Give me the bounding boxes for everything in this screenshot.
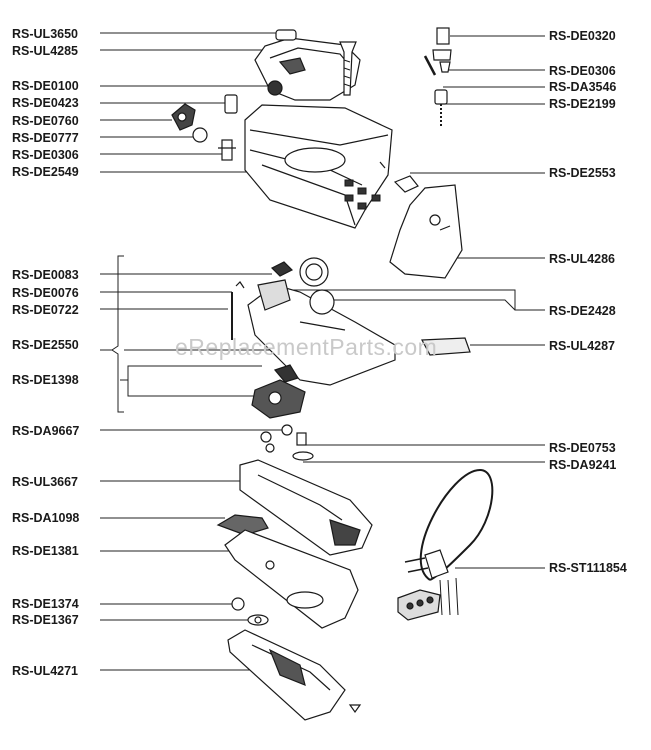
label-rs-ul3650: RS-UL3650 — [12, 27, 78, 41]
watermark-text: eReplacementParts.com — [175, 334, 438, 360]
label-rs-de1367: RS-DE1367 — [12, 613, 79, 627]
label-rs-de2199: RS-DE2199 — [549, 97, 616, 111]
label-rs-de0722: RS-DE0722 — [12, 303, 79, 317]
label-rs-de1381: RS-DE1381 — [12, 544, 79, 558]
label-rs-de0320: RS-DE0320 — [549, 29, 616, 43]
label-rs-de2553: RS-DE2553 — [549, 166, 616, 180]
label-rs-ul3667: RS-UL3667 — [12, 475, 78, 489]
label-rs-de2550: RS-DE2550 — [12, 338, 79, 352]
label-rs-de2428: RS-DE2428 — [549, 304, 616, 318]
label-rs-da3546: RS-DA3546 — [549, 80, 617, 94]
label-rs-de2549: RS-DE2549 — [12, 165, 79, 179]
label-rs-de0100: RS-DE0100 — [12, 79, 79, 93]
label-rs-da1098: RS-DA1098 — [12, 511, 80, 525]
label-rs-de0306-right: RS-DE0306 — [549, 64, 616, 78]
label-rs-de1374: RS-DE1374 — [12, 597, 79, 611]
label-rs-ul4286: RS-UL4286 — [549, 252, 615, 266]
label-rs-ul4285: RS-UL4285 — [12, 44, 78, 58]
label-rs-ul4287: RS-UL4287 — [549, 339, 615, 353]
label-rs-de0083: RS-DE0083 — [12, 268, 79, 282]
label-rs-da9667: RS-DA9667 — [12, 424, 80, 438]
label-rs-ul4271: RS-UL4271 — [12, 664, 78, 678]
label-rs-de0423: RS-DE0423 — [12, 96, 79, 110]
label-rs-de0306-left: RS-DE0306 — [12, 148, 79, 162]
label-rs-de0076: RS-DE0076 — [12, 286, 79, 300]
label-rs-de0753: RS-DE0753 — [549, 441, 616, 455]
label-rs-da9241: RS-DA9241 — [549, 458, 617, 472]
label-rs-de1398: RS-DE1398 — [12, 373, 79, 387]
label-rs-st111854: RS-ST111854 — [549, 561, 627, 575]
iron-parts — [171, 27, 494, 721]
label-rs-de0777: RS-DE0777 — [12, 131, 79, 145]
label-rs-de0760: RS-DE0760 — [12, 114, 79, 128]
